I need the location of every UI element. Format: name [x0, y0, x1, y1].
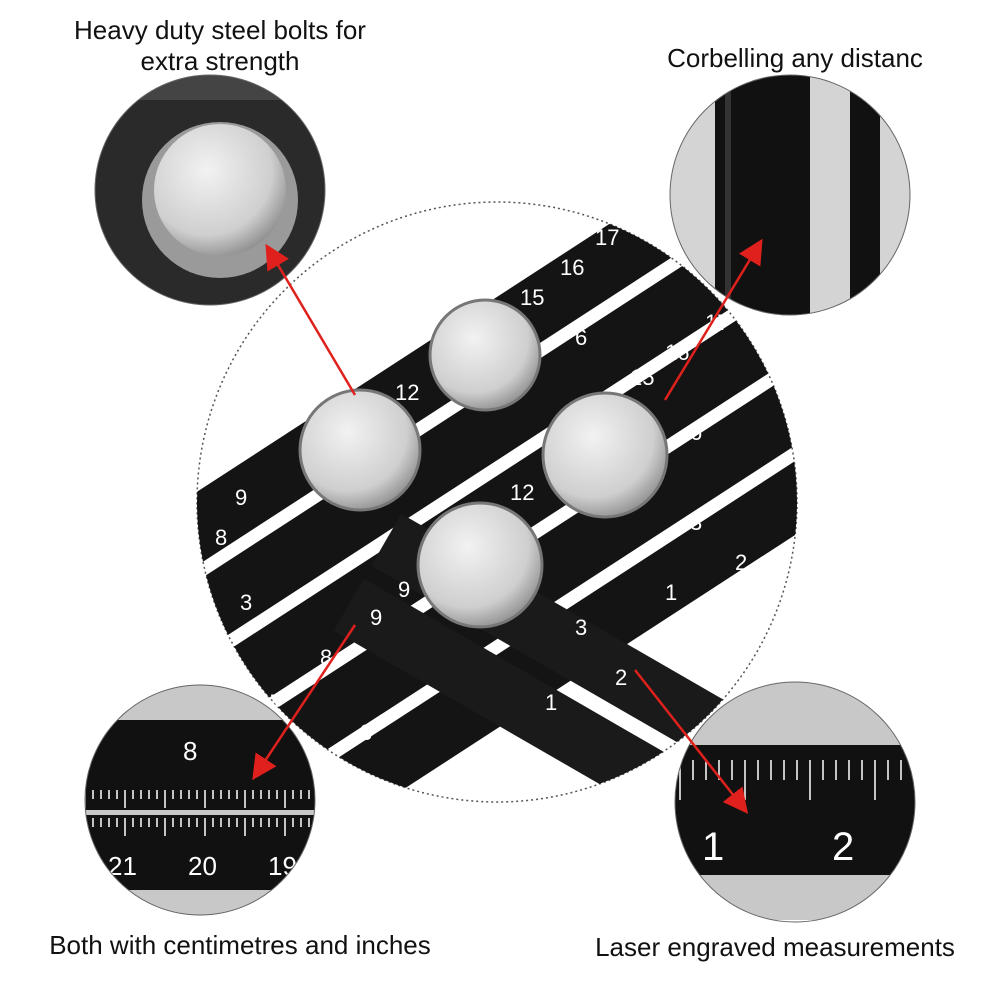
ruler-number: 9	[370, 605, 382, 630]
ruler-number: 15	[520, 285, 544, 310]
steel-bolt-knob	[298, 388, 422, 512]
arrow-to-arms	[663, 238, 763, 401]
detail-bolt-closeup	[95, 75, 325, 305]
ruler-number: 12	[510, 480, 534, 505]
ruler-number: 16	[665, 340, 689, 365]
detail-arms-closeup	[670, 75, 910, 315]
ruler-number: 8	[320, 645, 332, 670]
arrow-to-engraving	[634, 669, 749, 814]
scale-number: 20	[188, 851, 217, 881]
ruler-number: 3	[240, 590, 252, 615]
caption-laser-engraved: Laser engraved measurements	[595, 932, 955, 962]
ruler-number: 16	[560, 255, 584, 280]
ruler-number: 2	[615, 665, 627, 690]
arrow-to-scale	[252, 624, 357, 781]
detail-laser-engraving: 1 2	[675, 682, 915, 920]
ruler-number: 3	[360, 720, 372, 745]
scale-number: 21	[108, 851, 137, 881]
scale-number: 1	[702, 825, 724, 869]
steel-bolt-knob	[428, 298, 542, 412]
ruler-number: 6	[690, 420, 702, 445]
ruler-number: 6	[575, 325, 587, 350]
caption-cm-inches: Both with centimetres and inches	[49, 930, 431, 960]
caption-corbelling: Corbelling any distanc	[667, 43, 923, 73]
ruler-number: 17	[595, 225, 619, 250]
ruler-number: 9	[235, 485, 247, 510]
arrow-to-bolt	[265, 243, 357, 396]
caption-steel-bolts: Heavy duty steel bolts for extra strengt…	[74, 15, 366, 76]
detail-scale-cm-inches: 8 21 20 19	[85, 685, 315, 915]
ruler-number: 9	[398, 577, 410, 602]
ruler-number: 3	[690, 510, 702, 535]
scale-number: 2	[832, 825, 854, 869]
ruler-number: 1	[545, 690, 557, 715]
scale-number: 8	[183, 736, 197, 766]
ruler-number: 1	[665, 580, 677, 605]
steel-bolt-knob	[416, 501, 544, 629]
steel-bolt-knob	[541, 391, 669, 519]
ruler-number: 2	[735, 550, 747, 575]
ruler-number: 8	[215, 525, 227, 550]
ruler-number: 12	[395, 380, 419, 405]
ruler-number: 15	[630, 365, 654, 390]
ruler-number: 3	[575, 615, 587, 640]
scale-number: 19	[268, 851, 297, 881]
